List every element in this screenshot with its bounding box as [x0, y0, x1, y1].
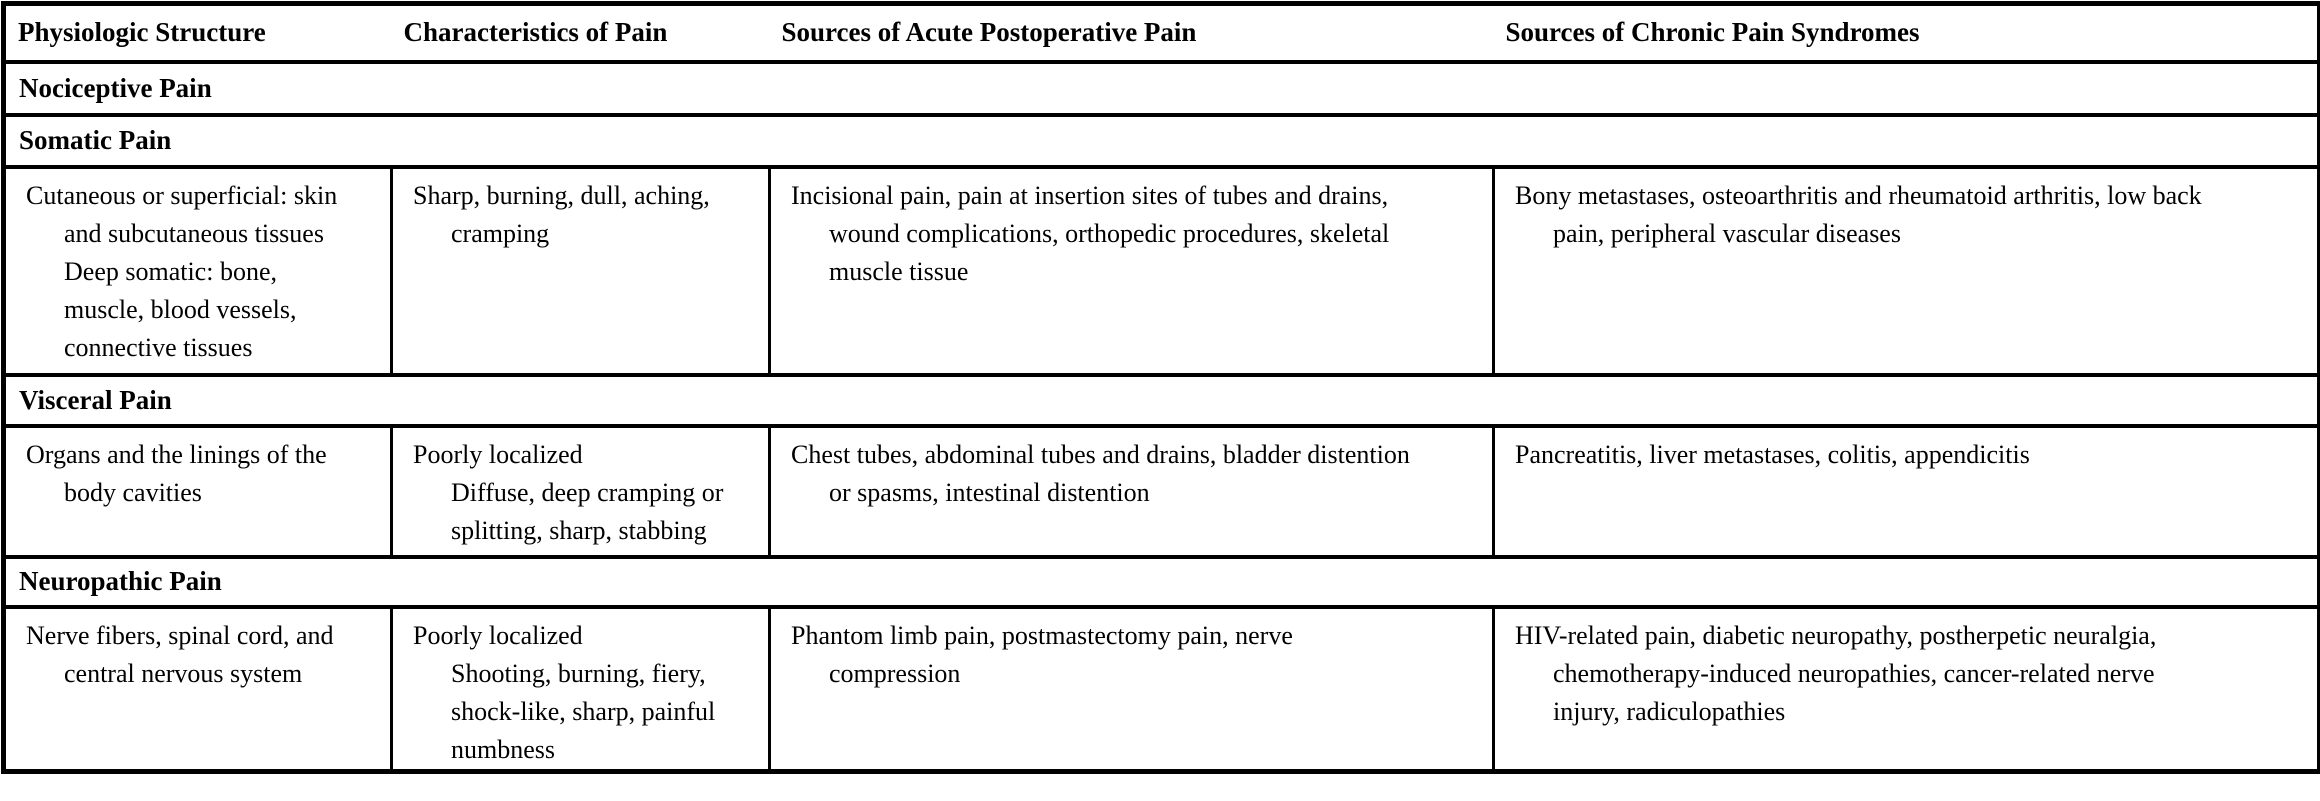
cell-visceral-chronic-sources: Pancreatitis, liver metastases, colitis,…	[1492, 425, 2320, 557]
column-header-chronic-pain-syndromes: Sources of Chronic Pain Syndromes	[1493, 3, 2320, 64]
cell-visceral-structure: Organs and the linings of the body cavit…	[26, 439, 327, 507]
column-header-acute-postoperative-pain: Sources of Acute Postoperative Pain	[769, 3, 1494, 64]
section-title-nociceptive-pain: Nociceptive Pain	[3, 59, 2320, 117]
header-row: Physiologic Structure Characteristics of…	[3, 3, 2320, 64]
cell-somatic-characteristics: Sharp, burning, dull, aching, cramping	[390, 166, 770, 375]
section-title-neuropathic-pain: Neuropathic Pain	[3, 554, 2320, 609]
pain-classification-table: Physiologic Structure Characteristics of…	[1, 1, 2320, 774]
section-row-nociceptive-pain: Nociceptive Pain	[3, 59, 2320, 117]
cell-somatic-structure: Cutaneous or superficial: skin and subcu…	[26, 180, 338, 362]
cell-neuropathic-structure: Nerve fibers, spinal cord, and central n…	[26, 620, 334, 688]
cell-neuropathic-acute-sources: Phantom limb pain, postmastectomy pain, …	[768, 606, 1494, 771]
section-row-neuropathic-pain: Neuropathic Pain	[3, 554, 2320, 609]
cell-neuropathic-chronic-sources: HIV-related pain, diabetic neuropathy, p…	[1492, 606, 2320, 771]
column-header-characteristics-of-pain: Characteristics of Pain	[391, 3, 770, 64]
column-header-physiologic-structure: Physiologic Structure	[3, 3, 392, 64]
cell-neuropathic-characteristics: Poorly localized Shooting, burning, fier…	[390, 606, 770, 771]
cell-somatic-acute-sources: Incisional pain, pain at insertion sites…	[768, 166, 1494, 375]
section-row-visceral-pain: Visceral Pain	[3, 372, 2320, 428]
section-row-somatic-pain: Somatic Pain	[3, 112, 2320, 169]
cell-somatic-chronic-sources: Bony metastases, osteoarthritis and rheu…	[1492, 166, 2320, 375]
table-row-visceral: Organs and the linings of the body cavit…	[4, 425, 2320, 557]
section-title-somatic-pain: Somatic Pain	[3, 112, 2320, 169]
table-row-neuropathic: Nerve fibers, spinal cord, and central n…	[4, 606, 2320, 771]
table-row-somatic: Cutaneous or superficial: skin and subcu…	[4, 166, 2320, 375]
section-title-visceral-pain: Visceral Pain	[3, 372, 2320, 428]
cell-visceral-acute-sources: Chest tubes, abdominal tubes and drains,…	[768, 425, 1494, 557]
cell-visceral-characteristics: Poorly localized Diffuse, deep cramping …	[390, 425, 770, 557]
